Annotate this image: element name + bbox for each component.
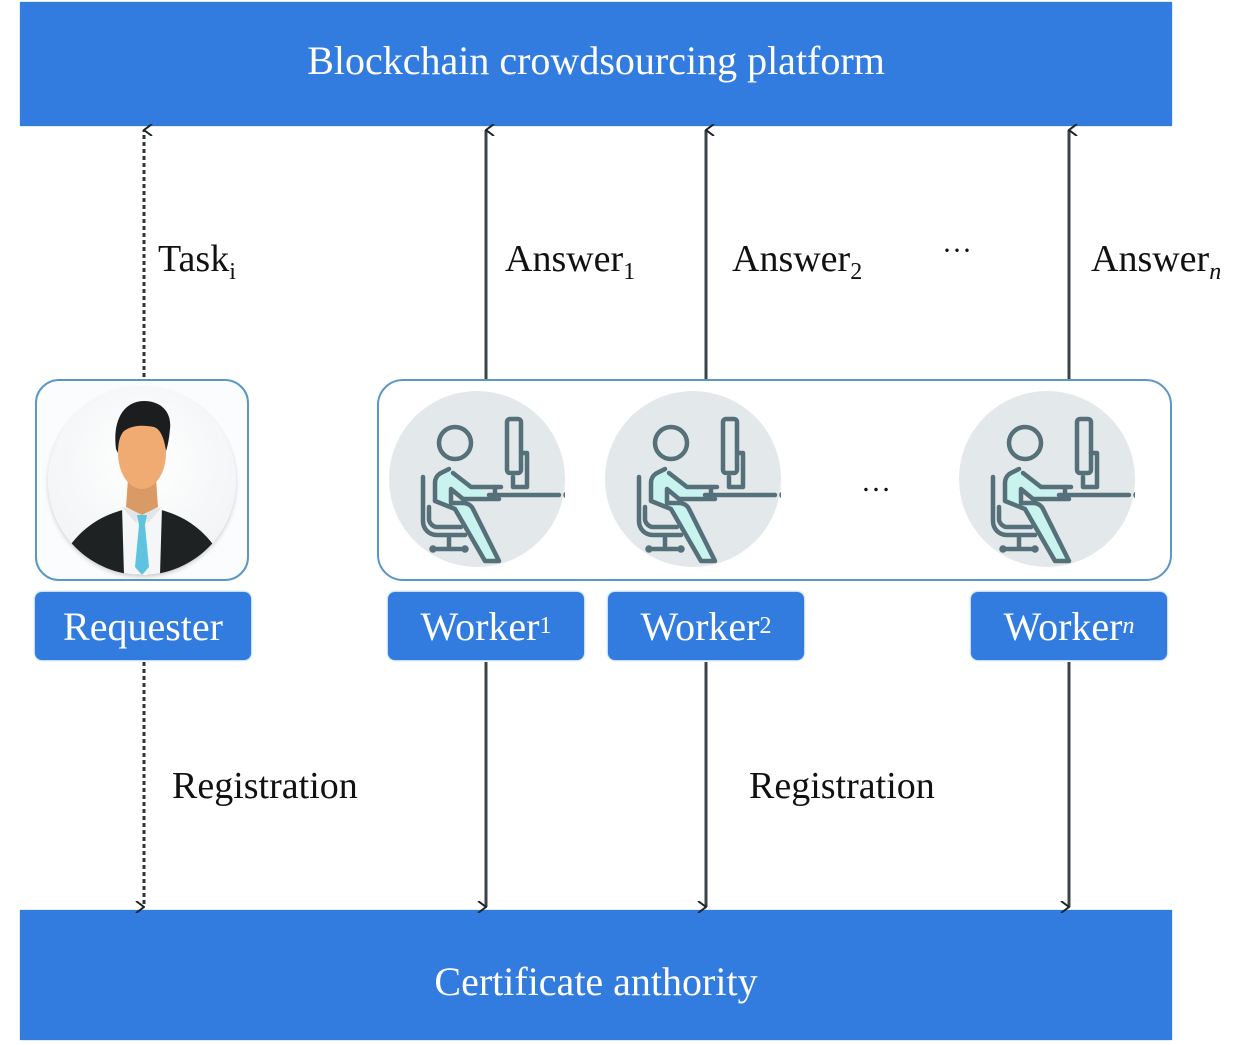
registration-requester-label: Registration [172, 765, 358, 807]
worker-1-tag-text: Worker [420, 603, 540, 649]
worker-at-desk-icon [636, 416, 781, 564]
worker-at-desk-icon [420, 416, 565, 564]
answer-1-label-subscript: 1 [623, 259, 636, 285]
requester-card [35, 379, 249, 581]
answer-2-label-text: Answer [732, 238, 851, 280]
blockchain-platform-bar: Blockchain crowdsourcing platform [20, 2, 1172, 126]
platform-title: Blockchain crowdsourcing platform [307, 37, 885, 83]
answer-2-label: Answer2 [732, 238, 862, 284]
answers-ellipsis: ··· [942, 234, 972, 267]
answer-1-label-text: Answer [505, 238, 624, 280]
worker-at-desk-icon [990, 416, 1135, 564]
worker-2-tag-text: Worker [640, 603, 760, 649]
worker-2-avatar [605, 391, 781, 567]
task-label-subscript: i [229, 259, 236, 285]
workers-ellipsis: … [861, 465, 893, 498]
requester-tag-text: Requester [63, 603, 223, 649]
worker-n-tag-text: Worker [1003, 603, 1123, 649]
worker-1-avatar [389, 391, 565, 567]
certificate-authority-bar: Certificate anthority [20, 910, 1172, 1040]
businessman-avatar-icon [48, 387, 236, 575]
task-label: Taski [158, 238, 236, 284]
answer-n-label-text: Answer [1091, 238, 1210, 280]
workers-group: … [377, 379, 1172, 581]
answer-n-label-subscript: n [1209, 259, 1222, 285]
worker-n-avatar [959, 391, 1135, 567]
answer-n-label: Answern [1091, 238, 1221, 284]
task-label-text: Task [158, 238, 230, 280]
registration-workers-label: Registration [749, 765, 935, 807]
authority-title: Certificate anthority [434, 958, 758, 1004]
requester-tag: Requester [35, 592, 251, 660]
answer-1-label: Answer1 [505, 238, 635, 284]
answer-2-label-subscript: 2 [850, 259, 863, 285]
